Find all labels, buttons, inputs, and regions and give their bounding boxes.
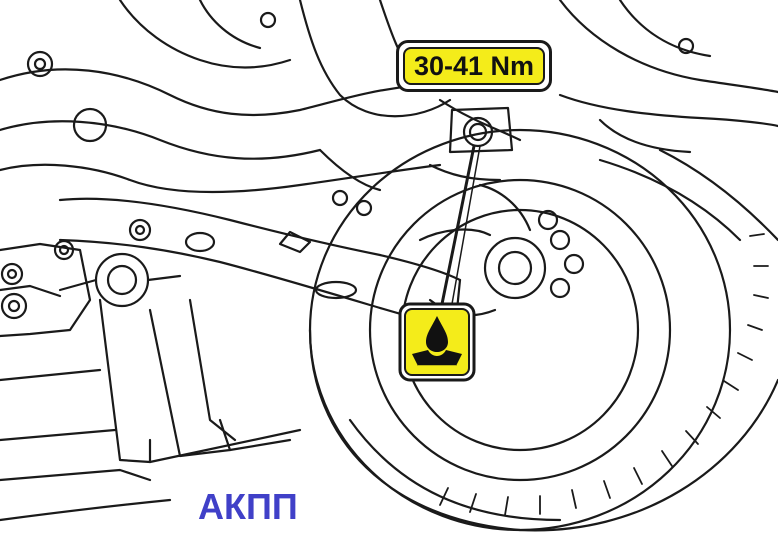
transmission-caption: АКПП [198,486,298,527]
torque-spec-label: 30-41 Nm [396,40,552,92]
torque-spec-text: 30-41 Nm [403,47,545,85]
oil-drop-pan-icon [398,302,476,382]
